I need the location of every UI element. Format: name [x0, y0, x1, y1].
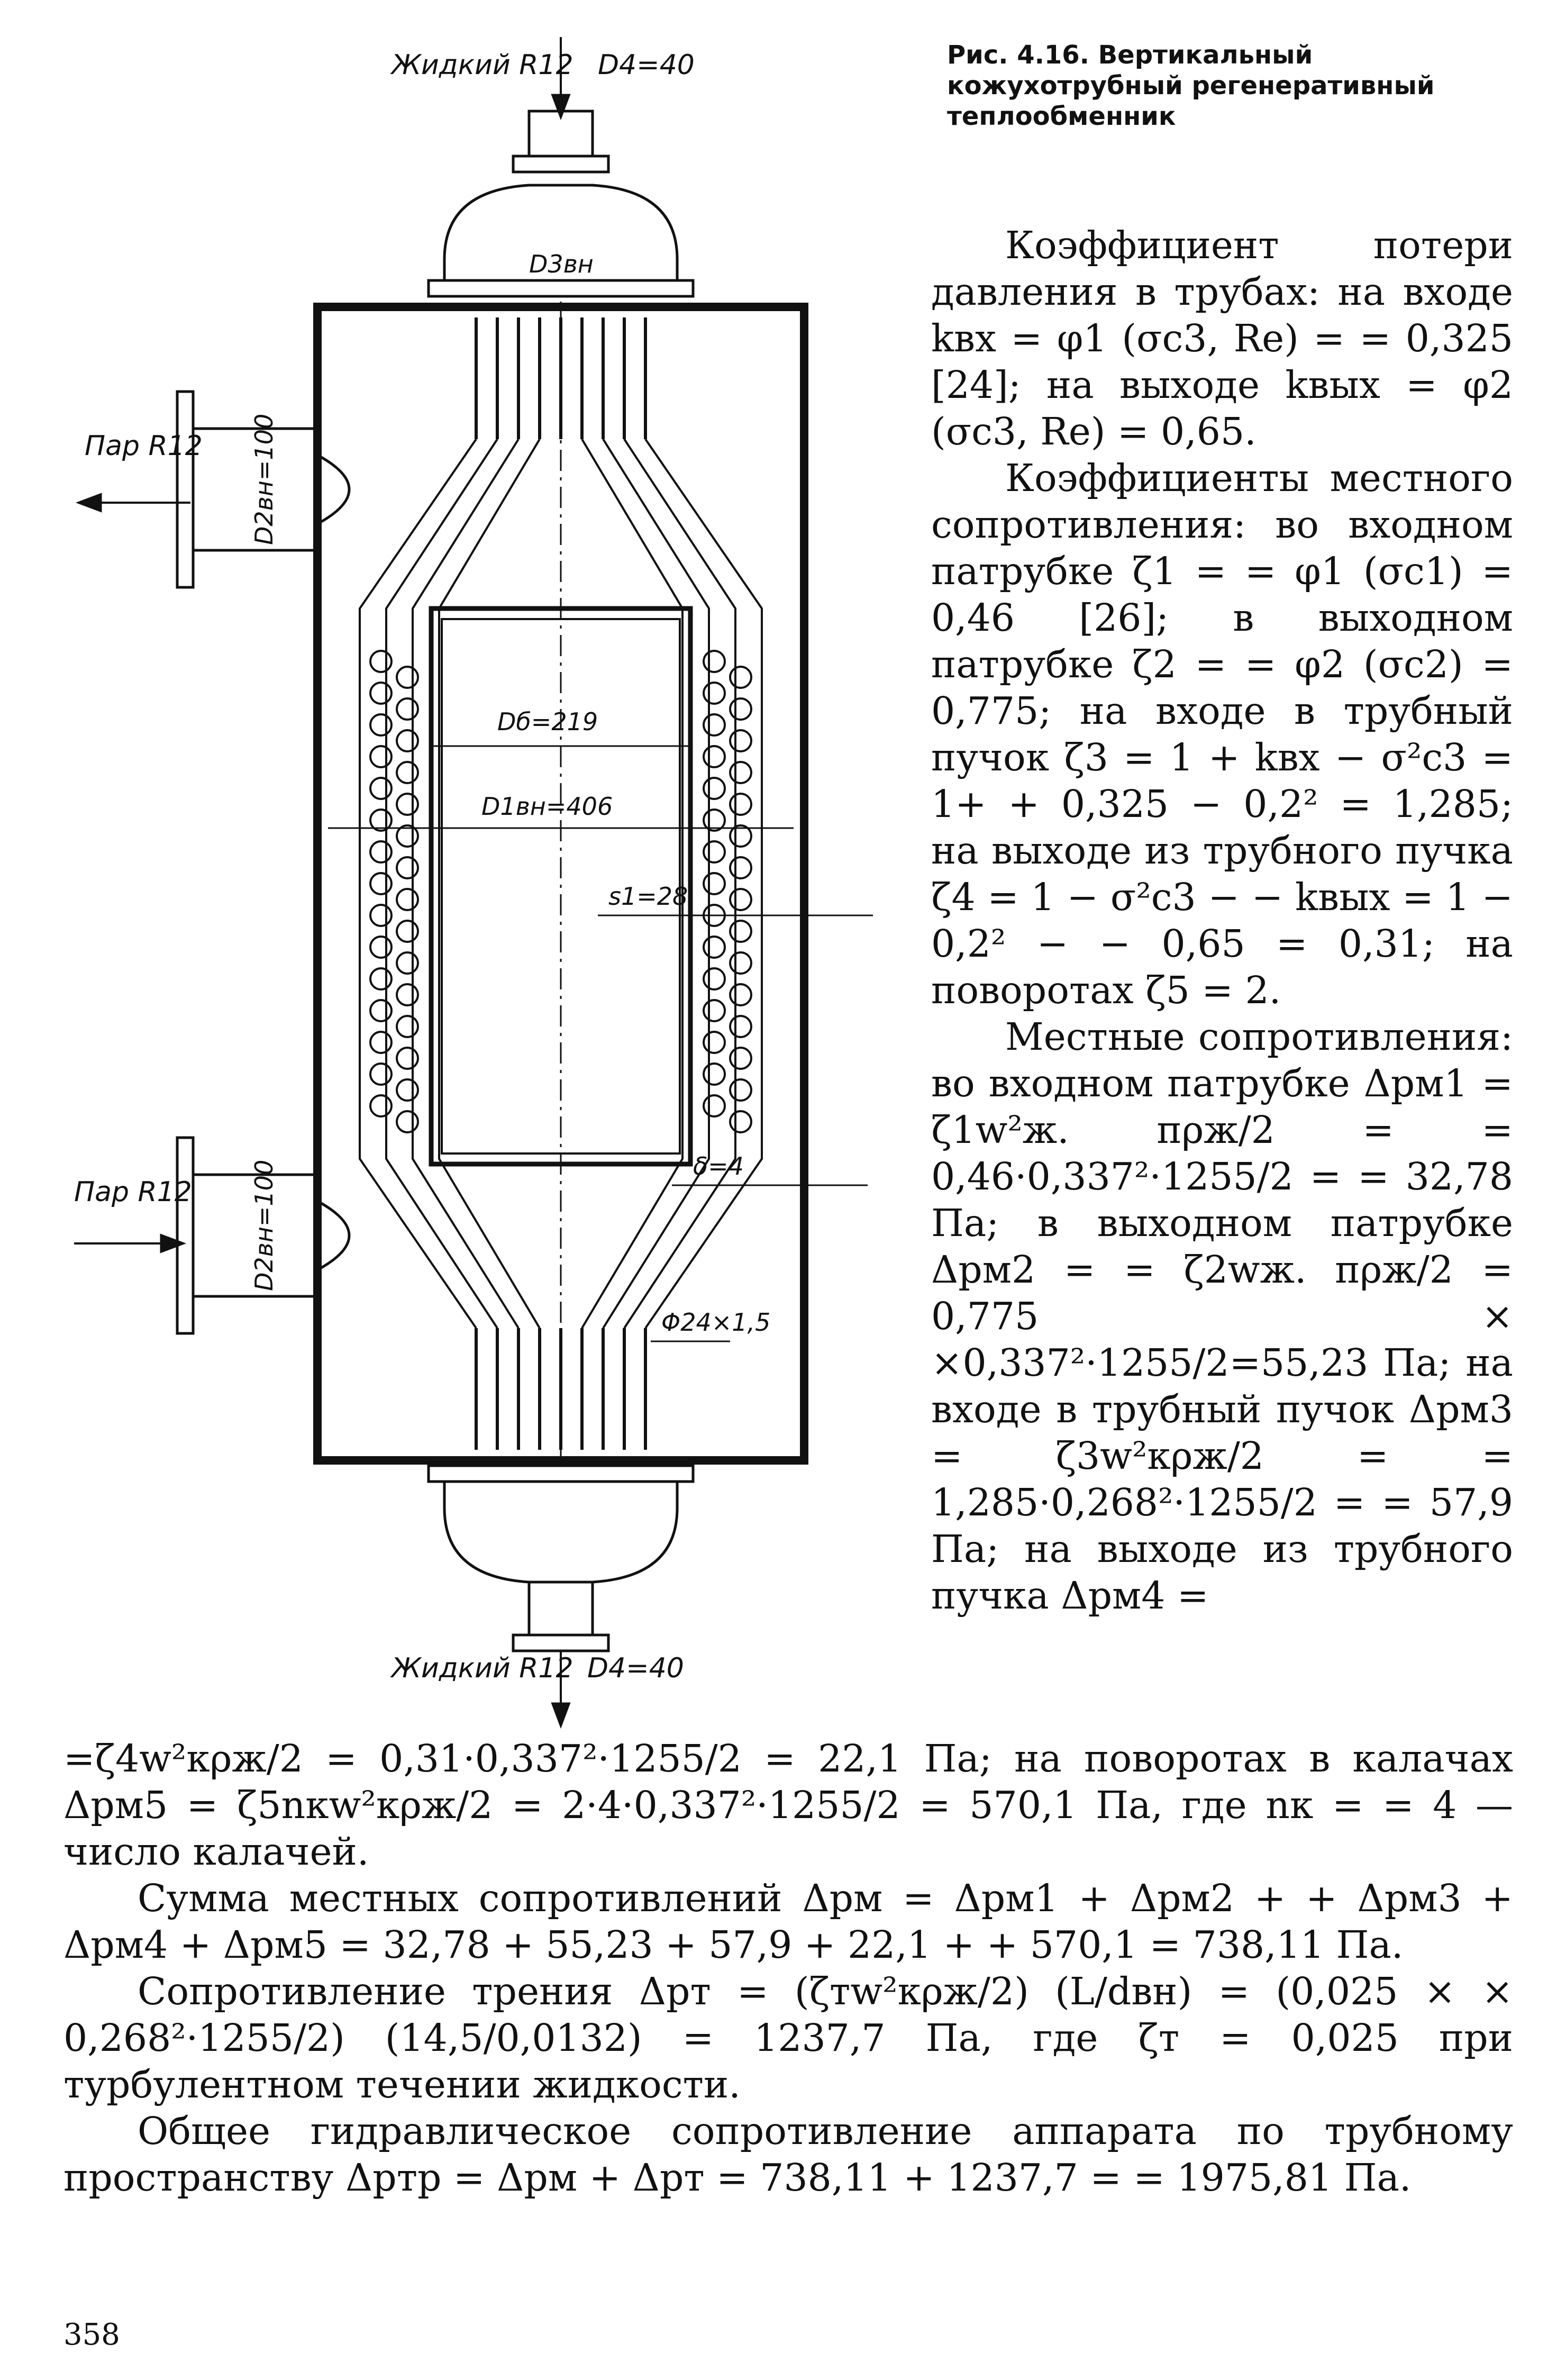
heat-exchanger-drawing: Жидкий R12 D4=40 D3вн Пар R12 D2вн=100 П…	[74, 37, 873, 1729]
steam-flange-top	[176, 390, 195, 589]
steam-bulge-bottom	[316, 1200, 351, 1271]
bottom-nozzle	[527, 1580, 594, 1642]
bottom-head	[443, 1482, 679, 1584]
label-wall: δ=4	[693, 1152, 744, 1180]
full-width-text: =ζ4w²кρж/2 = 0,31·0,337²·1255/2 = 22,1 П…	[63, 1736, 1513, 2201]
label-steam-bottom: Пар R12	[74, 1176, 192, 1208]
label-shell-diameter: D1вн=406	[481, 792, 613, 821]
page-number: 358	[63, 2318, 120, 2352]
paragraph: Сопротивление трения Δpт = (ζтw²кρж/2) (…	[63, 1969, 1513, 2106]
paragraph: =ζ4w²кρж/2 = 0,31·0,337²·1255/2 = 22,1 П…	[63, 1737, 1513, 1874]
top-head-flange	[427, 279, 695, 298]
steam-bulge-top	[316, 453, 351, 525]
paragraph: Общее гидравлическое сопротивление аппар…	[63, 2109, 1513, 2200]
figure-caption: Рис. 4.16. Вертикальный кожухотрубный ре…	[947, 40, 1435, 131]
label-inner-head: D3вн	[529, 250, 594, 278]
right-text-column: Коэффициент потери давления в трубах: на…	[931, 222, 1513, 1619]
steam-flange-bottom	[176, 1136, 195, 1335]
label-liquid-in: Жидкий R12	[390, 49, 573, 81]
label-steam-bottom-diameter: D2вн=100	[250, 1160, 278, 1291]
inner-drum	[429, 606, 693, 1167]
label-liquid-out: Жидкий R12	[390, 1652, 573, 1684]
label-liquid-out-diameter: D4=40	[587, 1652, 684, 1684]
label-tube: Φ24×1,5	[661, 1308, 770, 1337]
paragraph: Местные сопротивления: во входном патруб…	[931, 1015, 1513, 1618]
top-flange	[512, 155, 610, 174]
label-steam-top-diameter: D2вн=100	[250, 414, 278, 545]
label-pitch: s1=28	[608, 882, 688, 911]
paragraph: Сумма местных сопротивлений Δpм = Δpм1 +…	[63, 1876, 1513, 1967]
paragraph: Коэффициенты местного сопротивления: во …	[931, 456, 1513, 1012]
paragraph: Коэффициент потери давления в трубах: на…	[931, 223, 1513, 453]
label-steam-top: Пар R12	[85, 430, 203, 462]
label-drum-diameter: Dб=219	[497, 707, 598, 736]
label-liquid-in-diameter: D4=40	[598, 49, 695, 81]
top-head	[443, 184, 679, 286]
